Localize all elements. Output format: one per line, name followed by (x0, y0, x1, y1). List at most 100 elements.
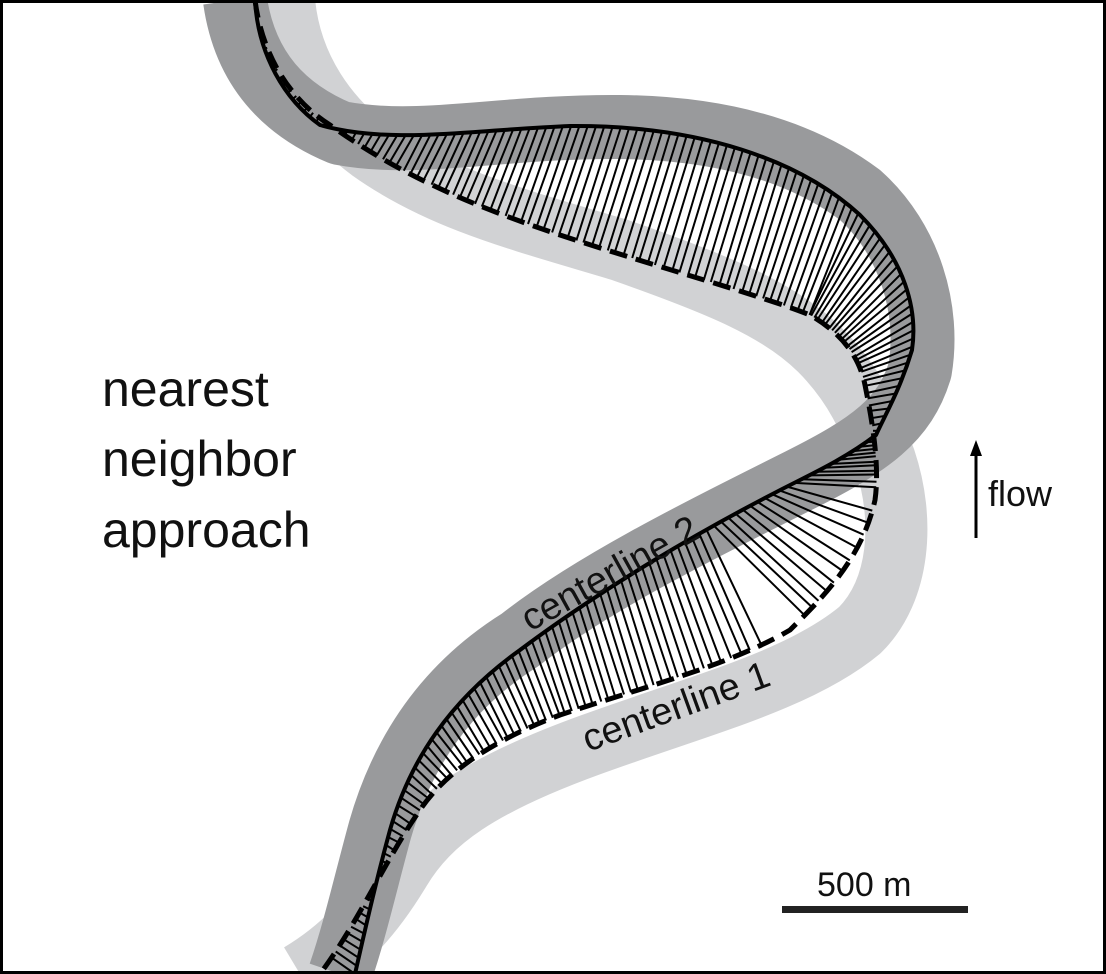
connector-line (749, 504, 844, 572)
connector-line (394, 134, 415, 167)
connector-line (409, 134, 432, 175)
connector-line (794, 481, 877, 489)
connector-line (662, 138, 704, 268)
connector-line (350, 925, 365, 935)
connector-line (467, 693, 498, 745)
connector-line (646, 135, 688, 264)
connector-line (520, 126, 556, 222)
connector-line (742, 508, 835, 584)
nearest-neighbor-connectors (254, 7, 914, 974)
connector-line (683, 541, 733, 659)
connector-line (816, 231, 876, 321)
connector-line (863, 369, 906, 382)
connector-line (551, 626, 580, 710)
connector-line (389, 828, 404, 838)
connector-line (392, 820, 408, 831)
connector-line (479, 682, 509, 739)
connector-line (655, 558, 697, 672)
connector-line (566, 126, 606, 238)
connector-line (400, 796, 421, 812)
connector-line (426, 745, 453, 776)
connector-line (598, 128, 639, 248)
connector-line (718, 155, 760, 285)
connector-line (435, 731, 464, 767)
connector-line (496, 127, 531, 213)
connector-line (771, 493, 865, 536)
connector-line (335, 950, 358, 967)
connector-line (662, 554, 705, 669)
connector-line (430, 132, 457, 186)
connector-line (671, 140, 712, 271)
connector-line (627, 575, 664, 683)
connector-line (851, 312, 913, 353)
connector-line (840, 280, 905, 341)
title-line-3: approach (102, 502, 311, 558)
connector-line (599, 593, 632, 693)
connector-line (789, 192, 834, 309)
connector-line (592, 598, 625, 695)
connector-line (422, 133, 448, 182)
connector-line (535, 125, 573, 228)
connector-line (859, 345, 913, 370)
connector-line (450, 711, 481, 755)
connector-line (403, 789, 425, 806)
connector-line (363, 133, 374, 149)
connector-line (687, 144, 728, 276)
scale-bar-label: 500 m (817, 866, 912, 904)
connector-line (786, 485, 873, 512)
connector-line (756, 501, 851, 562)
connector-line (613, 130, 655, 253)
connector-line (530, 640, 561, 716)
connector-line (375, 134, 390, 157)
flow-arrow-icon (970, 440, 982, 538)
connector-line (862, 361, 909, 378)
connector-line (831, 258, 895, 332)
connector-line (342, 938, 362, 951)
connector-line (848, 304, 912, 350)
connector-line (866, 384, 900, 394)
centerline-2 (253, 0, 916, 974)
connector-line (410, 774, 433, 796)
connector-line (809, 473, 877, 477)
connector-line (397, 804, 417, 818)
connector-line (634, 571, 672, 680)
connector-line (838, 273, 902, 338)
connector-line (485, 676, 516, 736)
connector-line (808, 212, 860, 316)
connector-line (816, 469, 877, 473)
connector-line (542, 125, 581, 230)
connector-line (564, 616, 594, 705)
connector-line (868, 400, 893, 407)
connector-line (346, 932, 363, 943)
connector-line (511, 126, 548, 219)
connector-line (461, 699, 492, 749)
connector-line (458, 130, 490, 198)
connector-line (465, 130, 498, 201)
connector-line (676, 545, 722, 663)
channel-2-band (203, 0, 955, 974)
connector-line (727, 516, 820, 602)
centerline-1 (252, 0, 880, 974)
connector-line (769, 179, 813, 302)
connector-line (422, 752, 449, 780)
connector-line (388, 134, 407, 164)
connector-line (544, 631, 573, 712)
connector-line (846, 296, 910, 347)
connector-line (828, 251, 891, 329)
connector-line (755, 171, 798, 297)
connector-line (764, 497, 858, 549)
connector-line (808, 207, 853, 316)
connector-line (414, 766, 438, 790)
connector-line (504, 660, 536, 726)
connector-line (712, 524, 806, 617)
connector-line (382, 134, 399, 160)
connector-line (417, 759, 443, 785)
connector-line (582, 127, 622, 243)
connector-line (725, 158, 768, 288)
scale-bar (782, 906, 968, 913)
connector-line (821, 237, 881, 324)
connector-line (430, 738, 458, 772)
connector-line (838, 455, 876, 461)
